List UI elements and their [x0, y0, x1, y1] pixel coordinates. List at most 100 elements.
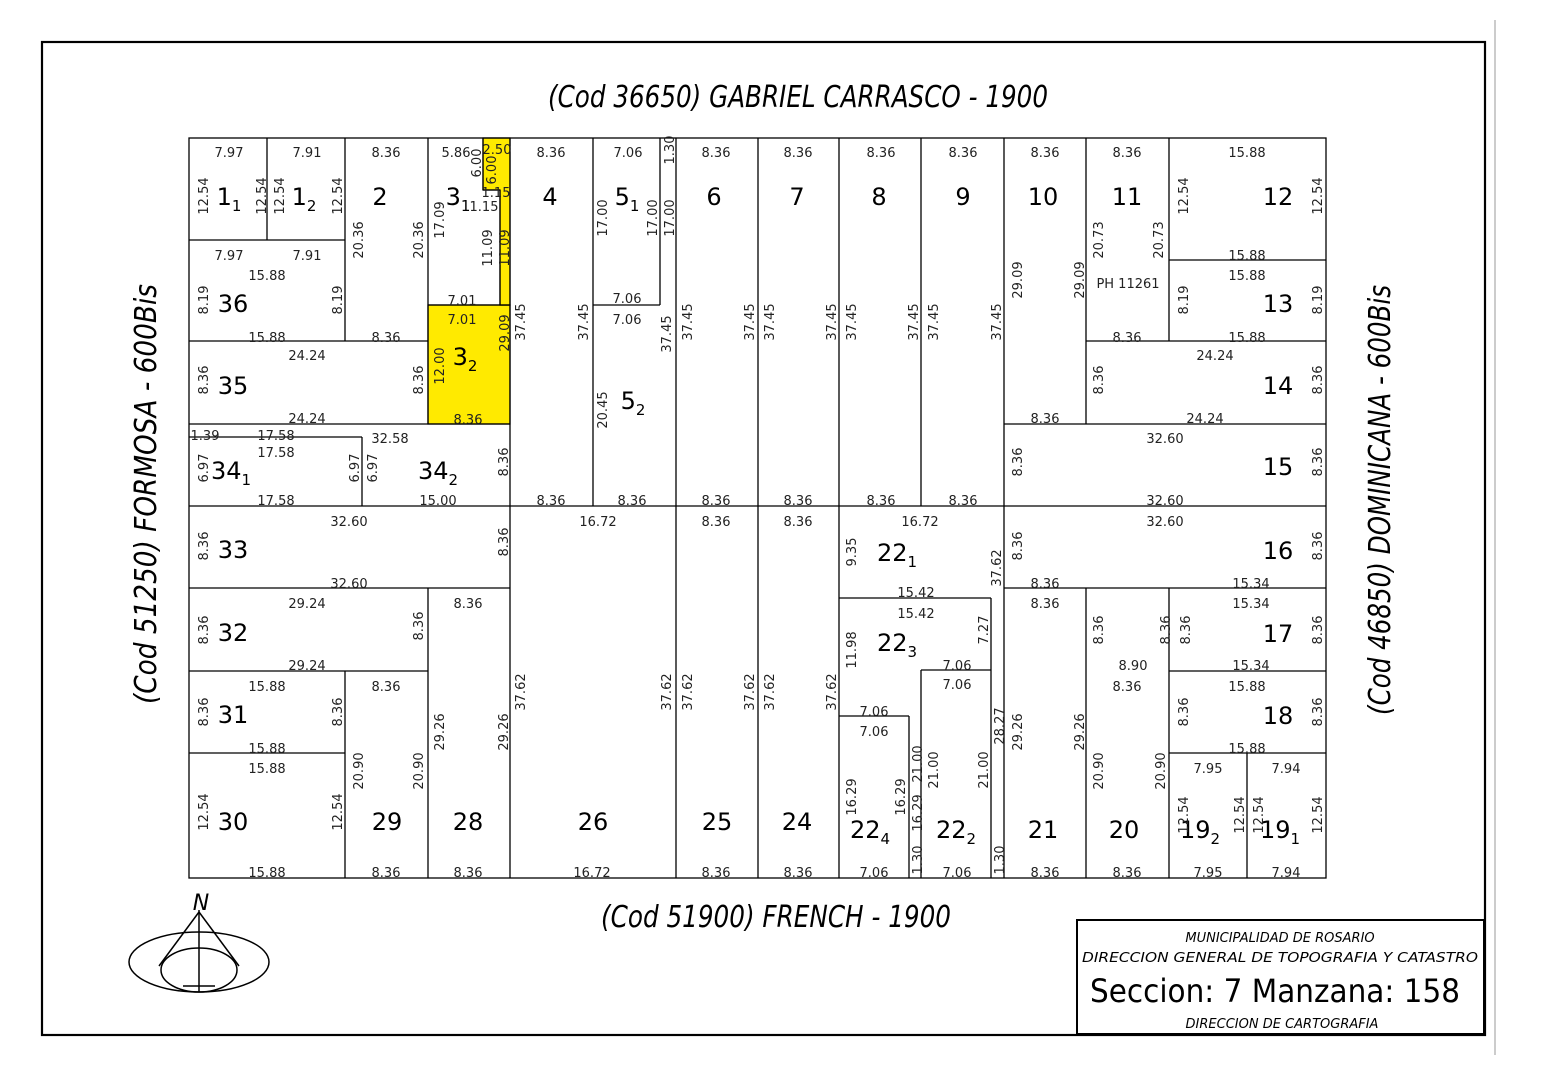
dimension-label-vertical: 37.45: [660, 315, 675, 352]
lot-number-33[interactable]: 33: [218, 536, 249, 564]
lot-number-20[interactable]: 20: [1109, 816, 1140, 844]
dimension-label: 8.36: [1031, 866, 1060, 881]
lot-number-3-1[interactable]: 31: [446, 183, 471, 215]
lot-number-4[interactable]: 4: [542, 183, 557, 211]
lot-number-17[interactable]: 17: [1263, 620, 1294, 648]
dimension-label: 8.36: [867, 494, 896, 509]
lot-main-number: 34: [211, 457, 242, 485]
lot-number-9[interactable]: 9: [955, 183, 970, 211]
lot-number-32[interactable]: 32: [218, 619, 249, 647]
lot-number-22-4[interactable]: 224: [850, 816, 890, 848]
dimension-label-vertical: 20.90: [1154, 752, 1169, 789]
dimension-label: 7.91: [293, 249, 322, 264]
dimension-label: 8.36: [372, 866, 401, 881]
dimension-label: 7.06: [613, 313, 642, 328]
dimension-label-vertical: 37.62: [763, 673, 778, 710]
dimension-label: 8.36: [537, 494, 566, 509]
compass-icon: [128, 910, 270, 993]
dimension-label: 8.36: [537, 146, 566, 161]
dimension-label: 1.15: [470, 200, 499, 215]
lot-number-11[interactable]: 11: [1112, 183, 1143, 211]
lot-main-number: 21: [1028, 816, 1059, 844]
lot-number-18[interactable]: 18: [1263, 702, 1294, 730]
lot-number-2[interactable]: 2: [372, 183, 387, 211]
lot-number-34-2[interactable]: 342: [418, 457, 458, 489]
lot-number-13[interactable]: 13: [1263, 290, 1294, 318]
lot-number-1-2[interactable]: 12: [292, 183, 317, 215]
dimension-label: 8.36: [784, 866, 813, 881]
dimension-label: 2.50: [483, 143, 512, 158]
lot-number-34-1[interactable]: 341: [211, 457, 251, 489]
dimension-label-vertical: 28.27: [993, 707, 1008, 744]
lot-number-19-2[interactable]: 192: [1180, 816, 1220, 848]
dimension-label-vertical: 20.36: [412, 221, 427, 258]
dimension-label-vertical: 37.45: [763, 303, 778, 340]
lot-number-14[interactable]: 14: [1263, 372, 1294, 400]
dimension-label: 8.36: [949, 146, 978, 161]
lot-number-12[interactable]: 12: [1263, 183, 1294, 211]
lot-number-6[interactable]: 6: [706, 183, 721, 211]
lot-number-26[interactable]: 26: [578, 808, 609, 836]
dimension-label-vertical: 6.00: [485, 156, 500, 185]
lot-number-5-1[interactable]: 51: [615, 183, 640, 215]
lot-number-36[interactable]: 36: [218, 290, 249, 318]
dimension-label-vertical: 8.19: [197, 286, 212, 315]
dimension-label: 32.60: [330, 577, 367, 592]
dimension-label-vertical: 12.54: [1311, 796, 1326, 833]
dimension-label: 8.36: [1113, 146, 1142, 161]
dimension-label-vertical: 8.36: [497, 528, 512, 557]
lot-number-22-3[interactable]: 223: [877, 629, 917, 661]
lot-number-22-1[interactable]: 221: [877, 539, 917, 571]
lot-number-22-2[interactable]: 222: [936, 816, 976, 848]
dimension-label-vertical: 37.45: [577, 303, 592, 340]
dimension-label-vertical: 9.35: [845, 538, 860, 567]
lot-number-7[interactable]: 7: [789, 183, 804, 211]
dimension-label-vertical: 37.45: [927, 303, 942, 340]
lot-number-19-1[interactable]: 191: [1260, 816, 1300, 848]
dimension-label: 15.42: [897, 586, 934, 601]
dimension-label-vertical: 29.26: [497, 713, 512, 750]
ph-label: PH 11261: [1096, 277, 1159, 292]
lot-main-number: 22: [936, 816, 967, 844]
lot-number-10[interactable]: 10: [1028, 183, 1059, 211]
lot-number-1-1[interactable]: 11: [217, 183, 242, 215]
dimension-label-vertical: 37.62: [743, 673, 758, 710]
lot-main-number: 19: [1180, 816, 1211, 844]
dimension-label: 16.72: [901, 515, 938, 530]
dimension-label-vertical: 8.36: [412, 366, 427, 395]
dimension-label-vertical: 12.54: [273, 177, 288, 214]
lot-subscript: 1: [908, 553, 918, 571]
lot-number-24[interactable]: 24: [782, 808, 813, 836]
lot-subscript: 2: [1211, 830, 1221, 848]
lot-subscript: 3: [908, 643, 918, 661]
dimension-label-vertical: 1.30: [993, 846, 1008, 875]
dimension-label: 8.36: [1031, 146, 1060, 161]
lot-number-25[interactable]: 25: [702, 808, 733, 836]
lot-main-number: 25: [702, 808, 733, 836]
dimension-label-vertical: 20.90: [352, 752, 367, 789]
lot-number-35[interactable]: 35: [218, 372, 249, 400]
lot-number-29[interactable]: 29: [372, 808, 403, 836]
lot-subscript: 4: [881, 830, 891, 848]
lot-number-30[interactable]: 30: [218, 808, 249, 836]
lot-number-16[interactable]: 16: [1263, 537, 1294, 565]
lot-number-21[interactable]: 21: [1028, 816, 1059, 844]
dimension-label: 8.36: [372, 680, 401, 695]
lot-number-31[interactable]: 31: [218, 701, 249, 729]
lot-main-number: 11: [1112, 183, 1143, 211]
lot-main-number: 29: [372, 808, 403, 836]
dimension-label: 15.88: [248, 866, 285, 881]
lot-number-5-2[interactable]: 52: [621, 387, 646, 419]
dimension-label: 8.36: [1113, 680, 1142, 695]
lot-number-3-2[interactable]: 32: [453, 343, 478, 375]
lot-number-8[interactable]: 8: [871, 183, 886, 211]
dimension-label: 7.06: [614, 146, 643, 161]
dimension-label: 8.36: [1031, 412, 1060, 427]
dimension-label: 32.60: [330, 515, 367, 530]
lot-number-28[interactable]: 28: [453, 808, 484, 836]
dimension-label-vertical: 8.36: [1179, 616, 1194, 645]
lot-number-15[interactable]: 15: [1263, 453, 1294, 481]
dimension-label: 15.34: [1232, 577, 1269, 592]
